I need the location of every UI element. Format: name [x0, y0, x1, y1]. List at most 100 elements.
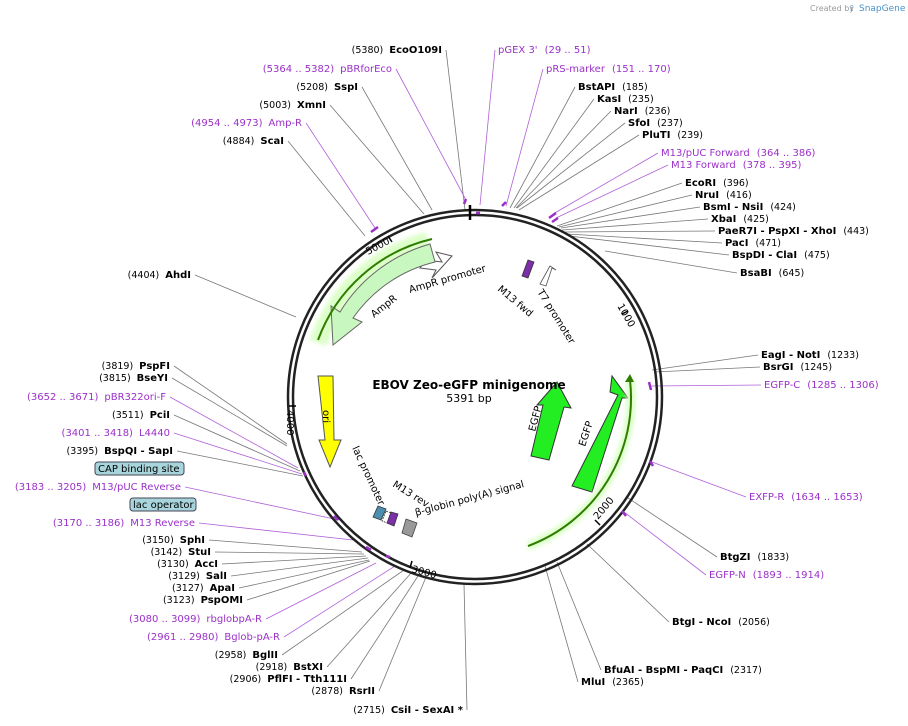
site-name: XbaI — [711, 214, 736, 225]
site-label-19[interactable]: ApaI(3127) — [172, 583, 235, 594]
leader-line — [326, 571, 413, 668]
site-label-16[interactable]: StuI(3142) — [151, 547, 211, 558]
site-label-26[interactable]: RsrII(2878) — [311, 686, 375, 697]
site-label-r9[interactable]: EcoRI(396) — [685, 178, 749, 189]
primer-label-22[interactable]: Bglob-pA-R(2961 .. 2980) — [147, 632, 280, 643]
site-name: NarI — [614, 106, 638, 117]
site-label-27[interactable]: CsiI - SexAI *(2715) — [353, 705, 464, 716]
site-name: MluI — [581, 677, 605, 688]
site-label-r4[interactable]: NarI (236) — [614, 106, 670, 117]
primer-label-r7[interactable]: M13/pUC Forward(364 .. 386) — [661, 148, 816, 159]
feature-ori[interactable]: ori — [317, 375, 342, 469]
primer-label-r1[interactable]: pRS-marker(151 .. 170) — [546, 64, 671, 75]
site-position: (237) — [657, 118, 683, 129]
feature-m13-fwd[interactable]: M13 fwd — [495, 259, 535, 320]
cap-binding-site-label[interactable]: CAP binding site — [94, 461, 185, 476]
site-name: SphI — [180, 535, 205, 546]
site-label-18[interactable]: SalI(3129) — [168, 571, 227, 582]
primer-label-21[interactable]: rbglobpA-R(3080 .. 3099) — [129, 614, 262, 625]
primer-label-r20[interactable]: EXFP-R(1634 .. 1653) — [749, 492, 863, 503]
site-label-15[interactable]: SphI(3150) — [142, 535, 205, 546]
site-label-r23[interactable]: BtgI - NcoI(2056) — [672, 617, 770, 628]
site-label-23[interactable]: BglII(2958) — [215, 650, 278, 661]
site-position: (185) — [622, 82, 648, 93]
site-label-r21[interactable]: BtgZI (1833) — [720, 552, 789, 563]
site-label-20[interactable]: PspOMI(3123) — [163, 595, 243, 606]
feature-t7-promoter[interactable]: T7 promoter — [534, 265, 577, 347]
site-label-r17[interactable]: EagI - NotI(1233) — [761, 350, 859, 361]
site-label-25[interactable]: PflFI - Tth111I(2906) — [230, 674, 347, 685]
site-label-24[interactable]: BstXI(2918) — [256, 662, 323, 673]
leader-line — [623, 511, 707, 576]
site-position: (1893 .. 1914) — [753, 570, 825, 581]
feature-beta-globin-polya[interactable]: β-globin poly(A) signal — [401, 479, 525, 538]
site-position: (236) — [645, 106, 671, 117]
site-label-5[interactable]: ScaI(4884) — [223, 136, 284, 147]
site-name: BtgI - NcoI — [672, 617, 731, 628]
site-label-r6[interactable]: PluTI(239) — [642, 130, 703, 141]
site-label-6[interactable]: AhdI(4404) — [128, 270, 191, 281]
site-label-r5[interactable]: SfoI(237) — [628, 118, 683, 129]
leader-line — [378, 576, 427, 692]
site-label-7[interactable]: PspFI(3819) — [102, 361, 170, 372]
site-label-r24[interactable]: BfuAI - BspMI - PaqCI(2317) — [604, 665, 762, 676]
site-label-r18[interactable]: BsrGI(1245) — [763, 362, 832, 373]
site-label-17[interactable]: AccI(3130) — [157, 559, 218, 570]
left-site-labels: EcoO109I(5380) pBRforEco(5364 .. 5382) Ssp… — [15, 45, 464, 716]
feature-lac-operator-marks[interactable] — [372, 505, 399, 527]
feature-egfp-inner[interactable]: EGFP — [527, 381, 572, 461]
feature-egfp-outer[interactable]: EGFP — [571, 374, 629, 493]
site-label-0[interactable]: EcoO109I(5380) — [352, 45, 442, 56]
site-label-12[interactable]: BspQI - SapI(3395) — [67, 446, 174, 457]
site-name: M13 Reverse — [130, 518, 195, 529]
primer-label-r8[interactable]: M13 Forward(378 .. 395) — [671, 160, 802, 171]
site-label-r15[interactable]: BspDI - ClaI(475) — [732, 250, 830, 261]
leader-line — [214, 551, 365, 555]
primer-label-13[interactable]: M13/pUC Reverse(3183 .. 3205) — [15, 482, 181, 493]
site-name: AhdI — [165, 270, 191, 281]
site-position: (396) — [723, 178, 749, 189]
leader-line — [395, 68, 467, 201]
tick-4000: 4000 — [284, 405, 296, 435]
site-name: BtgZI — [720, 552, 751, 563]
site-label-r14[interactable]: PacI(471) — [725, 238, 781, 249]
site-label-10[interactable]: PciI(3511) — [112, 410, 170, 421]
site-position: (2906) — [230, 674, 262, 685]
leader-line — [627, 497, 718, 558]
primer-label-4[interactable]: Amp-R(4954 .. 4973) — [191, 118, 302, 129]
site-label-3[interactable]: XmnI(5003) — [259, 100, 326, 111]
site-position: (1833) — [758, 552, 790, 563]
site-label-2[interactable]: SspI(5208) — [296, 82, 358, 93]
primer-label-9[interactable]: pBR322ori-F(3652 .. 3671) — [27, 392, 166, 403]
site-position: (5003) — [259, 100, 291, 111]
primer-label-r0[interactable]: pGEX 3'(29 .. 51) — [498, 45, 591, 56]
site-position: (416) — [726, 190, 752, 201]
site-position: (2958) — [215, 650, 247, 661]
site-name: Bglob-pA-R — [224, 632, 280, 643]
leader-line — [586, 543, 670, 623]
lac-operator-label[interactable]: lac operator — [129, 497, 197, 512]
site-name: Amp-R — [269, 118, 303, 129]
site-label-r12[interactable]: XbaI(425) — [711, 214, 769, 225]
site-name: PspOMI — [201, 595, 243, 606]
primer-label-r22[interactable]: EGFP-N(1893 .. 1914) — [709, 570, 824, 581]
site-label-r3[interactable]: KasI(235) — [597, 94, 654, 105]
primer-label-1[interactable]: pBRforEco(5364 .. 5382) — [263, 64, 392, 75]
site-name: EGFP-C — [764, 380, 800, 391]
site-label-r11[interactable]: BsmI - NsiI(424) — [703, 202, 796, 213]
primer-label-r19[interactable]: EGFP-C(1285 .. 1306) — [764, 380, 879, 391]
site-label-r16[interactable]: BsaBI(645) — [740, 268, 804, 279]
site-position: (239) — [677, 130, 703, 141]
site-label-r25[interactable]: MluI(2365) — [581, 677, 644, 688]
primer-label-14[interactable]: M13 Reverse (3170 .. 3186) — [53, 518, 195, 529]
primer-label-11[interactable]: L4440(3401 .. 3418) — [62, 428, 170, 439]
site-name: PacI — [725, 238, 748, 249]
site-name: ScaI — [260, 136, 284, 147]
site-name: SspI — [334, 82, 358, 93]
site-position: (3170 .. 3186) — [53, 518, 125, 529]
site-label-r10[interactable]: NruI(416) — [695, 190, 752, 201]
site-label-r13[interactable]: PaeR7I - PspXI - XhoI(443) — [718, 226, 869, 237]
site-label-r2[interactable]: BstAPI(185) — [578, 82, 648, 93]
site-label-8[interactable]: BseYI(3815) — [99, 373, 168, 384]
site-name: pRS-marker — [546, 64, 606, 75]
